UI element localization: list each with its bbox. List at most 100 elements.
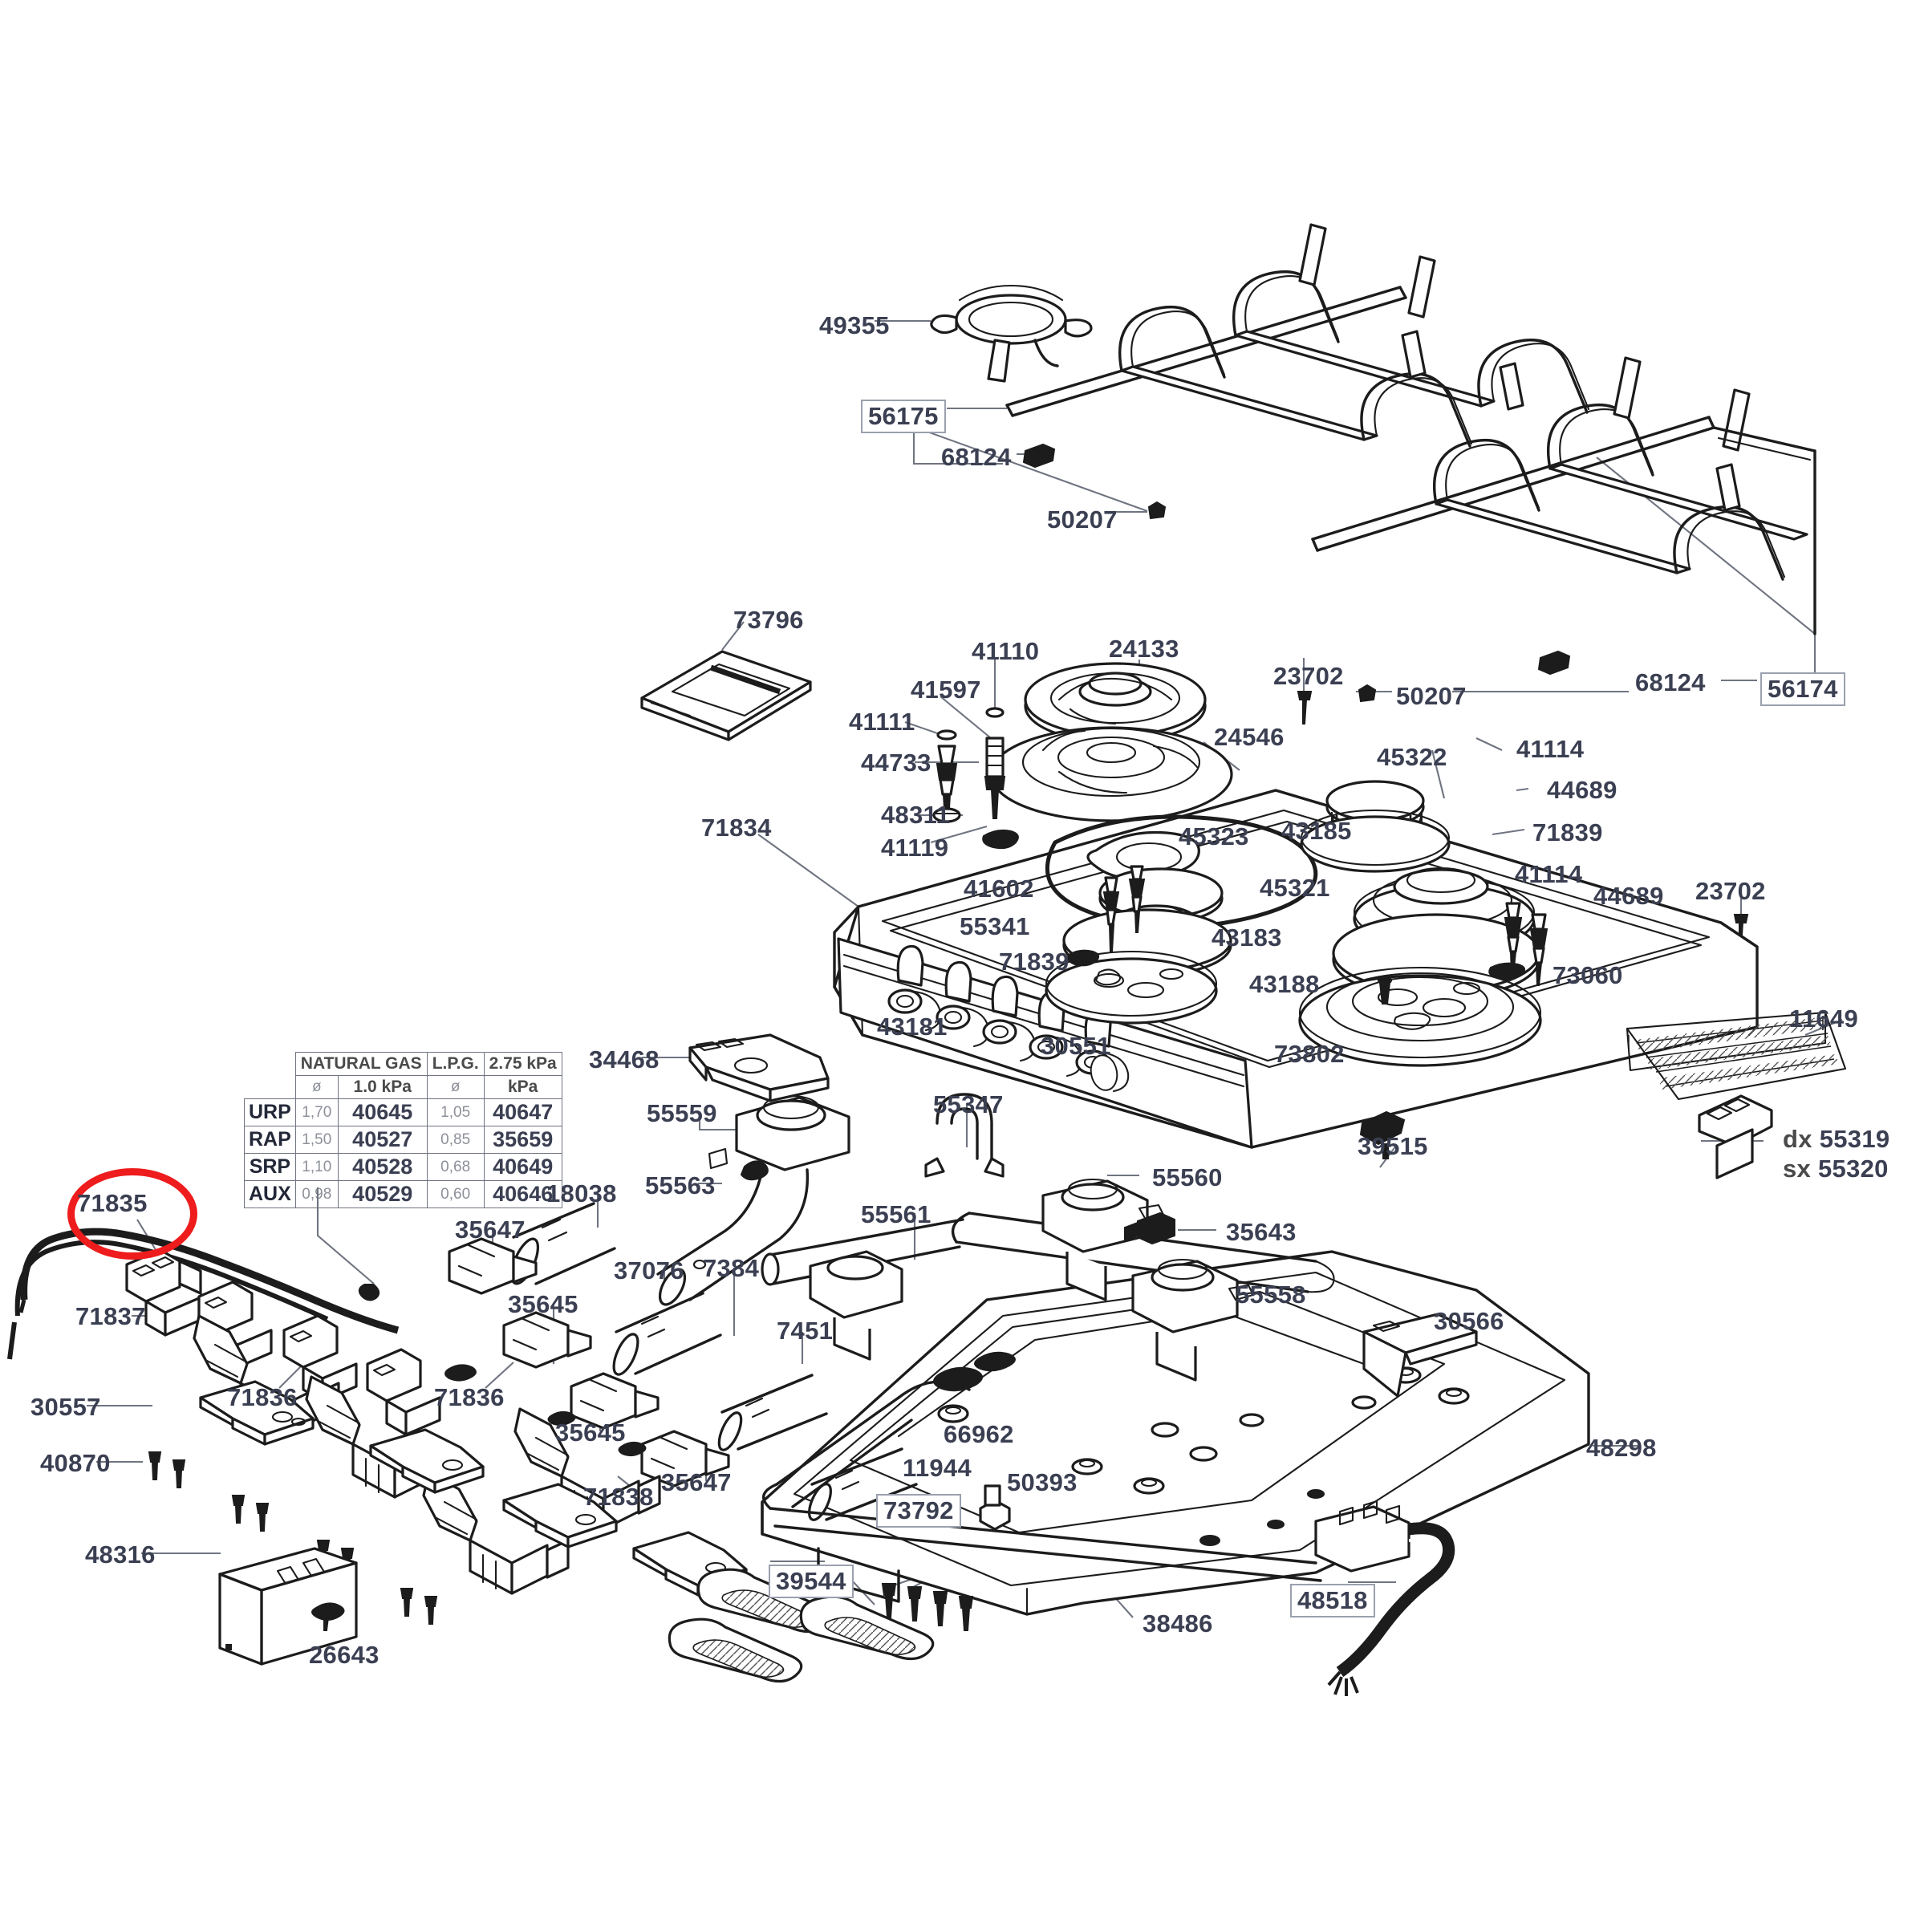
dx-code: 55319 xyxy=(1819,1125,1890,1153)
callout-71834: 71834 xyxy=(701,814,772,842)
callout-73792: 73792 xyxy=(876,1494,961,1528)
spec-lpg-dia: 0,68 xyxy=(426,1153,485,1181)
callout-43188: 43188 xyxy=(1249,970,1320,998)
callout-43185: 43185 xyxy=(1281,817,1352,845)
spec-ng-dia: 1,10 xyxy=(294,1153,339,1181)
callout-50207: 50207 xyxy=(1047,505,1118,534)
callout-56174: 56174 xyxy=(1760,672,1845,706)
callout-73796: 73796 xyxy=(733,606,804,634)
spec-row-name: AUX xyxy=(244,1180,296,1208)
callout-48316: 48316 xyxy=(85,1540,156,1569)
callout-41114: 41114 xyxy=(1515,860,1583,888)
callout-50393: 50393 xyxy=(1007,1468,1078,1496)
callout-73060: 73060 xyxy=(1552,961,1623,989)
gas-injector-spec-table: NATURAL GAS L.P.G. 2.75 kPa ø 1.0 kPa ø … xyxy=(244,1052,562,1208)
callout-55560: 55560 xyxy=(1152,1163,1223,1191)
callout-11944: 11944 xyxy=(903,1454,972,1482)
callout-30566: 30566 xyxy=(1434,1307,1504,1335)
spec-ng-code: 40529 xyxy=(337,1180,428,1208)
callout-43183: 43183 xyxy=(1212,923,1282,952)
spec-row-name: URP xyxy=(244,1098,296,1126)
callout-41110: 41110 xyxy=(972,637,1040,665)
callout-71836: 71836 xyxy=(434,1383,505,1411)
spec-header-lpg-pressure: 2.75 kPa xyxy=(483,1052,562,1076)
callout-55563: 55563 xyxy=(645,1171,716,1199)
callout-48298: 48298 xyxy=(1586,1434,1657,1462)
callout-68124: 68124 xyxy=(941,443,1012,471)
callout-26643: 26643 xyxy=(309,1641,380,1669)
callout-39515: 39515 xyxy=(1358,1132,1428,1160)
callout-71836: 71836 xyxy=(227,1383,298,1411)
spec-ng-code: 40528 xyxy=(337,1153,428,1181)
callout-44689: 44689 xyxy=(1593,882,1664,910)
callout-48518: 48518 xyxy=(1290,1584,1375,1617)
spec-header-lpg: L.P.G. xyxy=(426,1052,485,1076)
callout-68124: 68124 xyxy=(1635,668,1706,696)
callout-23702: 23702 xyxy=(1273,662,1344,690)
callout-55559: 55559 xyxy=(647,1099,717,1127)
highlight-ellipse-71835 xyxy=(67,1168,197,1260)
callout-41114: 41114 xyxy=(1516,735,1585,763)
callout-55561: 55561 xyxy=(861,1200,932,1228)
callout-55558: 55558 xyxy=(1236,1281,1306,1309)
spec-header-natural-gas: NATURAL GAS xyxy=(294,1052,428,1076)
callout-35647: 35647 xyxy=(455,1216,526,1244)
spec-lpg-dia: 1,05 xyxy=(426,1098,485,1126)
callout-38486: 38486 xyxy=(1143,1609,1213,1638)
callout-73802: 73802 xyxy=(1274,1040,1345,1068)
callout-41111: 41111 xyxy=(849,708,915,736)
sx-prefix: sx xyxy=(1783,1155,1812,1183)
table-row: URP 1,70 40645 1,05 40647 xyxy=(244,1098,562,1126)
callout-23702: 23702 xyxy=(1695,877,1766,905)
callout-49355: 49355 xyxy=(819,311,890,339)
callout-71837: 71837 xyxy=(75,1302,146,1330)
callout-side-pair: dx 55319 sx 55320 xyxy=(1783,1126,1889,1181)
table-row: AUX 0,98 40529 0,60 40646 xyxy=(244,1180,562,1208)
callout-35643: 35643 xyxy=(1226,1218,1297,1246)
callout-50207: 50207 xyxy=(1396,682,1467,710)
spec-ng-dia: 1,50 xyxy=(294,1126,339,1154)
callout-71839: 71839 xyxy=(999,948,1070,976)
callout-7384: 7384 xyxy=(703,1254,760,1282)
callout-11649: 11649 xyxy=(1789,1005,1858,1033)
callout-48311: 48311 xyxy=(881,801,950,829)
spec-lpg-dia: 0,85 xyxy=(426,1126,485,1154)
callout-71835: 71835 xyxy=(77,1189,148,1217)
callout-71838: 71838 xyxy=(583,1483,654,1511)
spec-ng-dia: 0,98 xyxy=(294,1180,339,1208)
callout-35645: 35645 xyxy=(508,1290,578,1318)
callout-45323: 45323 xyxy=(1179,822,1249,850)
table-row: RAP 1,50 40527 0,85 35659 xyxy=(244,1126,562,1154)
spec-lpg-code: 40646 xyxy=(483,1180,562,1208)
callout-45321: 45321 xyxy=(1260,874,1330,902)
callout-55341: 55341 xyxy=(960,912,1030,940)
spec-subheader-lpg-kpa: kPa xyxy=(483,1075,562,1099)
spec-lpg-code: 40647 xyxy=(483,1098,562,1126)
callout-39544: 39544 xyxy=(769,1565,854,1598)
callout-30551: 30551 xyxy=(1041,1032,1111,1060)
spec-subheader-ng-pressure: 1.0 kPa xyxy=(337,1075,428,1099)
callout-56175: 56175 xyxy=(861,400,946,433)
spec-ng-code: 40645 xyxy=(337,1098,428,1126)
callout-24133: 24133 xyxy=(1109,635,1179,663)
sx-code: 55320 xyxy=(1818,1155,1889,1183)
callout-30557: 30557 xyxy=(30,1393,101,1421)
callout-44689: 44689 xyxy=(1547,776,1617,804)
callout-40870: 40870 xyxy=(40,1449,111,1477)
callout-37076: 37076 xyxy=(614,1256,684,1285)
callout-45322: 45322 xyxy=(1377,743,1447,771)
callout-44733: 44733 xyxy=(861,749,932,777)
callout-43181: 43181 xyxy=(877,1013,948,1041)
spec-lpg-dia: 0,60 xyxy=(426,1180,485,1208)
spec-ng-code: 40527 xyxy=(337,1126,428,1154)
spec-row-name: SRP xyxy=(244,1153,296,1181)
callout-35647: 35647 xyxy=(661,1468,732,1496)
callout-7451: 7451 xyxy=(777,1317,834,1345)
callout-66962: 66962 xyxy=(944,1420,1014,1448)
callout-24546: 24546 xyxy=(1214,723,1285,751)
spec-row-name: RAP xyxy=(244,1126,296,1154)
callout-55347: 55347 xyxy=(933,1090,1004,1118)
spec-lpg-code: 40649 xyxy=(483,1153,562,1181)
callout-71839: 71839 xyxy=(1532,818,1603,846)
